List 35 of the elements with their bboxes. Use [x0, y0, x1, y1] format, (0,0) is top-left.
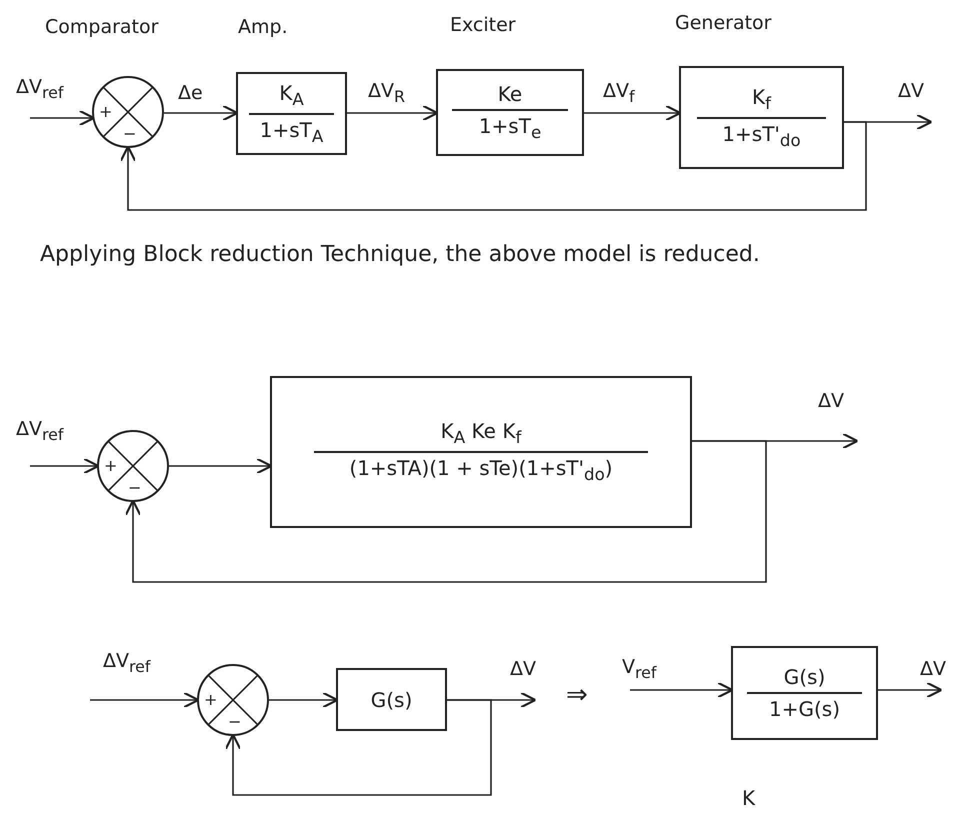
numerator-text: Ke	[498, 82, 522, 106]
summing-junction	[92, 76, 164, 148]
denominator-text: 1+sT'$_{do}$	[722, 122, 801, 150]
arrow	[30, 110, 96, 126]
block-heading: Amp.	[238, 16, 288, 39]
denominator-text: 1+sT$_{A}$	[260, 118, 324, 146]
numerator-text: K$_{f}$	[752, 84, 771, 114]
numerator-text: G(s)	[784, 665, 826, 689]
arrow	[30, 458, 100, 474]
sign-text: −	[123, 126, 136, 142]
denominator-text: 1+G(s)	[768, 697, 840, 721]
transfer-function-block	[236, 72, 347, 155]
arrow	[120, 121, 867, 211]
arrow	[878, 682, 943, 698]
transfer-function-block	[436, 69, 584, 156]
arrow	[224, 699, 492, 796]
block-heading: Comparator	[45, 16, 158, 39]
numerator-text: K$_{A}$ Ke K$_{f}$	[440, 419, 522, 448]
sign-text: −	[228, 714, 242, 730]
sign-text: −	[128, 480, 142, 496]
denominator-text: (1+sTA)(1 + sTe)(1+sT'$_{do}$)	[349, 456, 613, 485]
numerator-text: K$_{A}$	[279, 80, 304, 110]
summing-junction	[197, 664, 269, 736]
sign-text: +	[99, 104, 112, 120]
sign-text: +	[104, 458, 118, 474]
block-text: G(s)	[370, 688, 412, 712]
sign-text: +	[204, 692, 218, 708]
summing-junction	[97, 430, 169, 502]
arrow	[124, 440, 767, 583]
transfer-function-block	[336, 668, 447, 731]
arrow	[90, 692, 200, 708]
transfer-function-block	[270, 376, 692, 528]
denominator-text: 1+sT$_{e}$	[478, 114, 542, 143]
transfer-function-block	[731, 646, 878, 740]
transfer-function-block	[679, 66, 844, 169]
